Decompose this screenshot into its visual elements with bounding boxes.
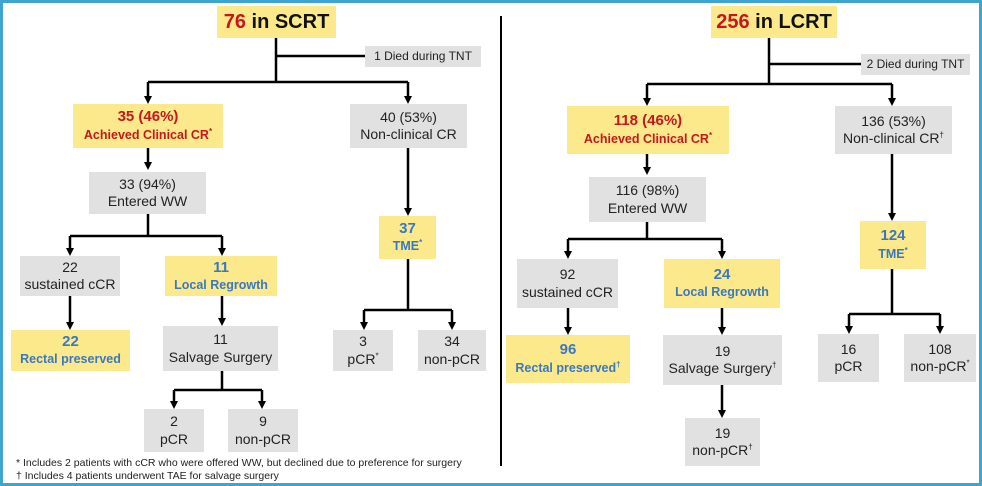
right-ccr-mark: * [708,130,713,140]
right-ccr-box: 118 (46%) Achieved Clinical CR* [567,106,729,154]
right-tme-nonpcr-box: 108 non-pCR* [904,334,976,382]
left-title-box: 76 in SCRT [217,6,336,38]
left-tme-box: 37 TME* [379,216,436,259]
left-regrowth-value: 11 [213,258,229,276]
right-nonccr-box: 136 (53%) Non-clinical CR† [835,106,952,154]
panel-divider [500,16,502,466]
right-tme-value: 124 [880,227,906,245]
left-title-text: in SCRT [245,10,330,33]
left-nonccr-value: 40 (53%) [380,108,437,125]
left-ccr-mark: * [208,126,213,136]
right-title-text: in LCRT [749,10,832,33]
right-regrowth-value: 24 [713,266,731,284]
left-regrowth-label: Local Regrowth [174,277,268,292]
right-rectal-mark: † [616,359,621,369]
right-title-number: 256 [716,10,750,33]
left-died-note: 1 Died during TNT [365,46,481,67]
right-ww-value: 116 (98%) [615,182,680,198]
left-tme-pcr-box: 3 pCR* [333,330,393,371]
right-died-note-text: 2 Died during TNT [866,57,965,71]
right-nonccr-label: Non-clinical CR [843,130,940,146]
right-regrowth-label: Local Regrowth [675,285,769,300]
left-tme-label: TME [392,239,420,254]
right-rectal-value: 96 [559,341,577,359]
right-salv-nonpcr-box: 19 non-pCR† [685,418,760,466]
left-nonccr-label: Non-clinical CR [360,126,457,142]
right-tme-box: 124 TME* [860,221,926,269]
right-ccr-value: 118 (46%) [613,112,683,130]
left-salv-nonpcr-value: 9 [259,413,267,429]
right-sustained-value: 92 [559,266,576,282]
left-ccr-box: 35 (46%) Achieved Clinical CR* [73,104,223,148]
footnote-star: * Includes 2 patients with cCR who were … [16,457,462,469]
right-salv-nonpcr-value: 19 [714,424,731,441]
right-tme-mark: * [904,245,908,255]
right-ww-label: Entered WW [607,199,688,216]
left-sustained-value: 22 [62,258,78,275]
right-tme-nonpcr-mark: * [966,358,970,368]
right-tme-label: TME [878,247,905,262]
left-ww-box: 33 (94%) Entered WW [89,172,206,214]
left-rectal-value: 22 [62,332,79,350]
left-ccr-value: 35 (46%) [117,108,179,126]
right-salv-nonpcr-mark: † [748,442,753,452]
right-nonccr-value: 136 (53%) [861,112,926,129]
right-tme-pcr-label: pCR [834,358,863,374]
right-nonccr-mark: † [939,130,944,140]
right-rectal-label: Rectal preserved [515,361,617,376]
right-sustained-label: sustained cCR [521,283,614,300]
left-sustained-label: sustained cCR [24,276,116,292]
footnote-dagger: † Includes 4 patients underwent TAE for … [16,470,279,482]
right-ccr-label: Achieved Clinical CR [583,132,709,147]
right-salvage-mark: † [772,360,777,370]
left-salv-pcr-label: pCR [159,430,188,447]
right-salv-nonpcr-label: non-pCR [692,442,749,458]
left-tme-mark: * [419,238,423,248]
left-ccr-label: Achieved Clinical CR [83,128,209,143]
left-salvage-box: 11 Salvage Surgery [163,326,278,371]
right-rectal-box: 96 Rectal preserved† [506,335,630,383]
left-salv-nonpcr-label: non-pCR [234,430,292,447]
right-died-note: 2 Died during TNT [861,54,970,75]
left-tme-pcr-mark: * [375,350,379,360]
left-regrowth-box: 11 Local Regrowth [165,256,277,296]
right-tme-nonpcr-value: 108 [928,340,952,357]
left-salvage-label: Salvage Surgery [168,348,273,365]
right-tme-pcr-value: 16 [840,340,857,357]
left-salv-pcr-value: 2 [170,413,178,429]
left-salv-nonpcr-box: 9 non-pCR [228,409,298,452]
right-regrowth-box: 24 Local Regrowth [664,259,780,308]
left-title-number: 76 [223,10,246,33]
left-died-note-text: 1 Died during TNT [374,49,472,63]
left-tme-nonpcr-box: 34 non-pCR [418,330,486,371]
footnotes: * Includes 2 patients with cCR who were … [16,457,462,483]
right-salvage-value: 19 [714,342,731,359]
left-sustained-box: 22 sustained cCR [20,256,120,296]
right-title-box: 256 in LCRT [711,6,837,38]
left-tme-value: 37 [399,219,416,237]
right-salvage-label: Salvage Surgery [668,360,773,376]
left-salv-pcr-box: 2 pCR [144,409,204,452]
right-tme-pcr-box: 16 pCR [818,334,879,382]
left-tme-nonpcr-value: 34 [444,333,460,349]
left-ww-value: 33 (94%) [119,175,176,192]
left-tme-pcr-label: pCR [347,350,376,367]
right-ww-box: 116 (98%) Entered WW [589,177,706,222]
left-tme-pcr-value: 3 [359,333,367,349]
left-rectal-label: Rectal preserved [20,352,121,367]
left-tme-nonpcr-label: non-pCR [423,350,481,367]
right-salvage-box: 19 Salvage Surgery† [663,335,782,385]
right-tme-nonpcr-label: non-pCR [910,358,967,374]
left-salvage-value: 11 [213,331,228,347]
left-nonccr-box: 40 (53%) Non-clinical CR [350,104,467,148]
right-sustained-box: 92 sustained cCR [517,259,618,308]
left-rectal-box: 22 Rectal preserved [11,330,130,371]
left-ww-label: Entered WW [107,193,188,209]
